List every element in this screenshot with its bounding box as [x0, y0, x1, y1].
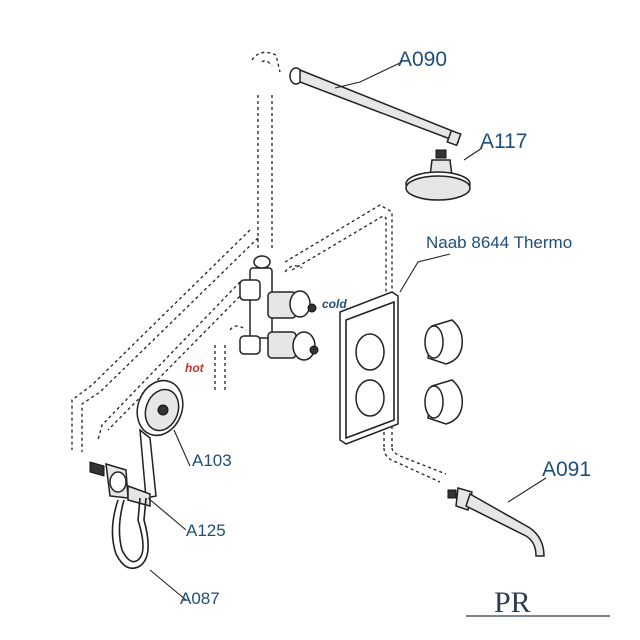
- label-a087: A087: [180, 589, 220, 608]
- label-a090: A090: [398, 48, 447, 71]
- bath-spout: [447, 487, 545, 557]
- brand-logo-text: PR: [494, 586, 531, 619]
- wall-holder: [89, 461, 151, 507]
- label-valve: Naab 8644 Thermo: [426, 233, 572, 252]
- pipe-network: [71, 51, 447, 483]
- label-a125: A125: [186, 521, 226, 540]
- shower-arm: [289, 67, 462, 147]
- hose: [111, 497, 149, 570]
- overhead-shower: [405, 149, 471, 201]
- label-hot: hot: [185, 361, 205, 375]
- leader-lines: [147, 61, 547, 601]
- cover-plate: [339, 291, 399, 445]
- label-a091: A091: [542, 458, 591, 481]
- label-cold: cold: [322, 297, 347, 311]
- brand-logo: PR: [466, 586, 610, 619]
- control-knobs: [424, 319, 464, 425]
- label-a103: A103: [192, 451, 232, 470]
- valve-body: [239, 255, 319, 361]
- label-a117: A117: [480, 130, 528, 153]
- hand-shower: [136, 379, 184, 499]
